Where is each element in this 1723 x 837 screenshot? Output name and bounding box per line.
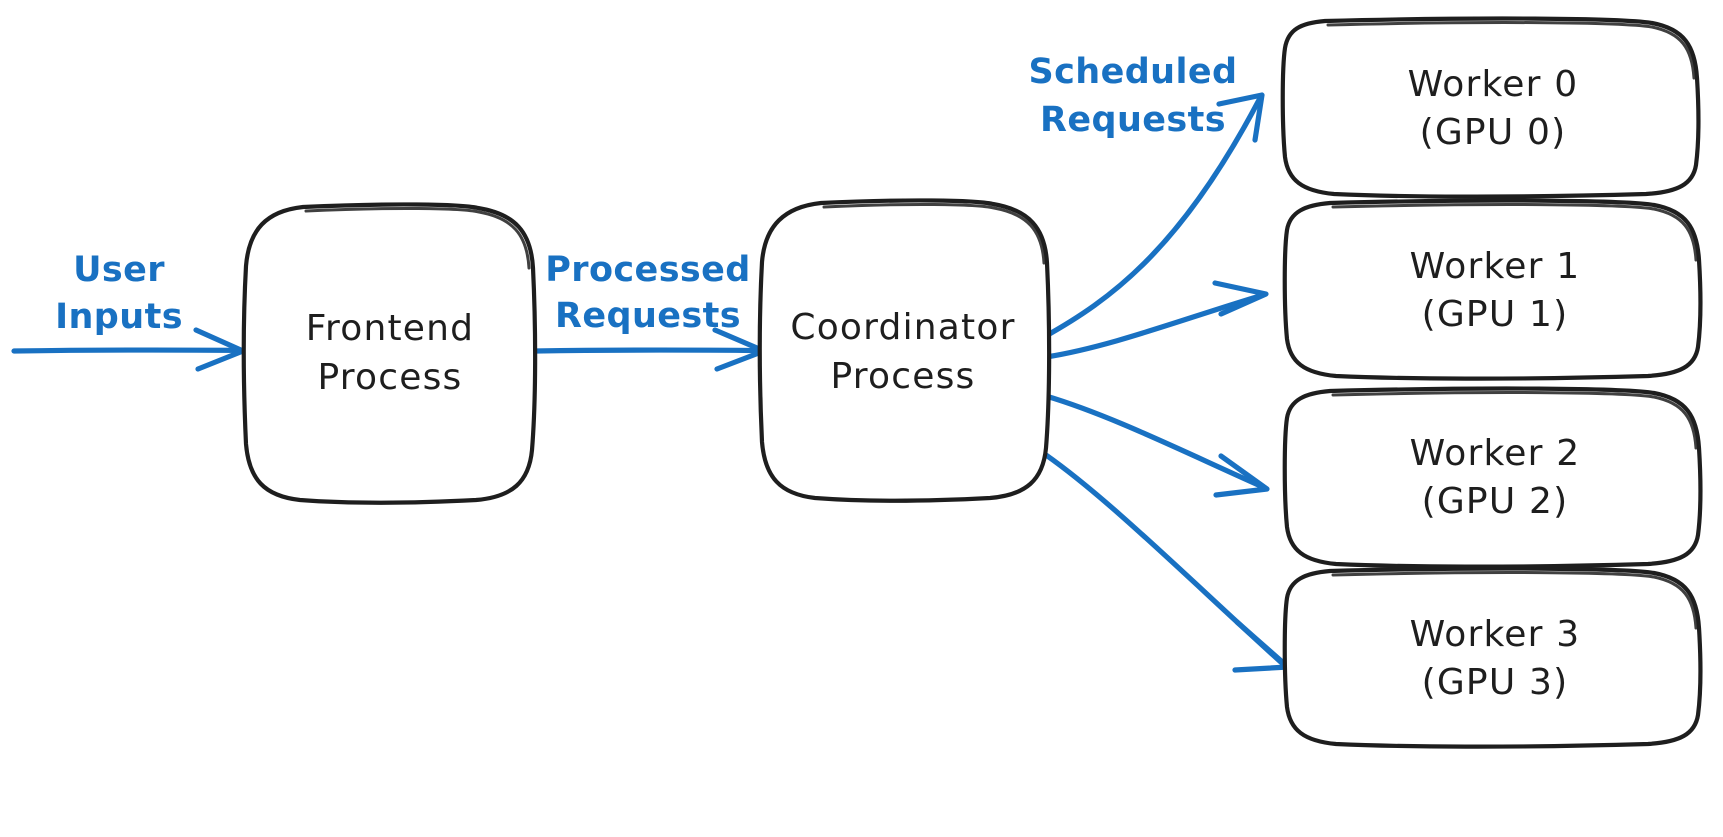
edge-coordinator-to-worker3: [1043, 452, 1291, 673]
worker1-arrow-line: [1043, 292, 1266, 360]
worker2-label-line2: (GPU 2): [1422, 481, 1569, 522]
user-inputs-arrow-line: [11, 347, 244, 354]
coordinator-label-line1: Coordinator: [790, 307, 1015, 348]
worker3-label-line2: (GPU 3): [1422, 662, 1569, 703]
worker0-label-line1: Worker 0: [1408, 64, 1579, 105]
worker2-label-line1: Worker 2: [1410, 433, 1581, 474]
edge-label-scheduled-requests: Scheduled Requests: [1029, 52, 1238, 140]
node-coordinator-process[interactable]: Coordinator Process: [757, 198, 1052, 503]
edge-coordinator-to-worker1: [1043, 280, 1269, 360]
worker1-box-outline: [1282, 198, 1703, 381]
user-inputs-label-line2: Inputs: [55, 297, 183, 337]
worker2-box-outline: [1282, 386, 1703, 569]
worker2-arrow-line: [1043, 393, 1266, 490]
node-worker-0[interactable]: Worker 0 (GPU 0): [1280, 16, 1701, 199]
worker0-arrow-line: [1041, 97, 1262, 340]
edge-coordinator-to-worker0: [1041, 92, 1265, 340]
coordinator-box-sketch-stroke: [822, 202, 1046, 265]
coordinator-box-outline: [757, 198, 1052, 503]
node-frontend-process[interactable]: Frontend Process: [241, 202, 538, 505]
worker0-arrow-head: [1216, 92, 1265, 143]
worker0-box-sketch-stroke: [1326, 21, 1696, 80]
frontend-label-line1: Frontend: [306, 308, 474, 349]
worker2-box-sketch-stroke: [1331, 391, 1698, 450]
worker0-label-line2: (GPU 0): [1420, 112, 1567, 153]
processed-requests-label-line2: Requests: [555, 296, 741, 336]
node-worker-2[interactable]: Worker 2 (GPU 2): [1282, 386, 1703, 569]
worker1-label-line2: (GPU 1): [1422, 294, 1569, 335]
processed-requests-label-line1: Processed: [545, 250, 751, 290]
frontend-box-sketch-stroke: [304, 206, 531, 270]
worker3-box-outline: [1282, 566, 1703, 749]
frontend-label-line2: Process: [318, 357, 463, 398]
coordinator-label-line2: Process: [831, 356, 976, 397]
worker0-box-outline: [1280, 16, 1701, 199]
scheduled-requests-label-line1: Scheduled: [1029, 52, 1238, 92]
frontend-box-outline: [241, 202, 538, 505]
scheduled-requests-label-line2: Requests: [1040, 100, 1226, 140]
node-worker-1[interactable]: Worker 1 (GPU 1): [1282, 198, 1703, 381]
node-worker-3[interactable]: Worker 3 (GPU 3): [1282, 566, 1703, 749]
worker3-arrow-head: [1232, 619, 1291, 673]
worker2-arrow-head: [1213, 453, 1270, 498]
worker1-label-line1: Worker 1: [1410, 246, 1581, 287]
worker3-label-line1: Worker 3: [1410, 614, 1581, 655]
edge-coordinator-to-worker2: [1043, 393, 1270, 498]
edge-label-user-inputs: User Inputs: [55, 250, 183, 337]
user-inputs-label-line1: User: [73, 250, 165, 290]
worker1-arrow-head: [1212, 280, 1269, 317]
processed-requests-arrow-line: [533, 347, 765, 354]
edge-label-processed-requests: Processed Requests: [545, 250, 751, 336]
worker1-box-sketch-stroke: [1331, 203, 1698, 262]
worker3-box-sketch-stroke: [1331, 571, 1698, 630]
